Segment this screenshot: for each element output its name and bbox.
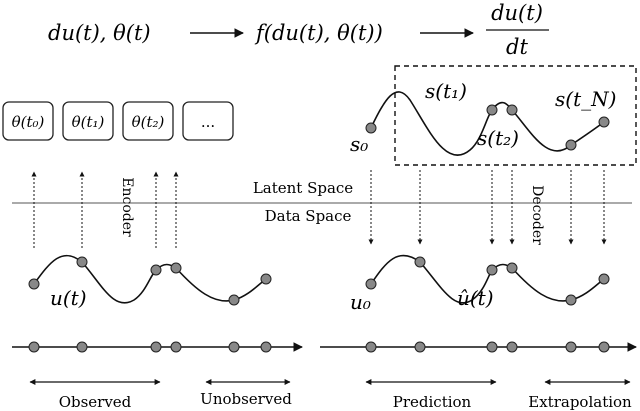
label-u-hat: û(t)	[457, 286, 494, 310]
unobserved-point	[228, 294, 240, 306]
extrapolated-point	[598, 273, 610, 285]
decoder-label: Decoder	[529, 185, 545, 245]
encoder-arrows	[31, 171, 179, 248]
timeline-point	[365, 341, 377, 353]
label-u0: u₀	[350, 290, 371, 314]
theta-box-1-label: θ(t₁)	[72, 113, 105, 131]
observed-point	[28, 278, 40, 290]
timeline-point	[486, 341, 498, 353]
theta-box-3	[182, 101, 234, 141]
theta-box-1	[62, 101, 114, 141]
label-u-t: u(t)	[50, 286, 87, 310]
data-space-label: Data Space	[265, 207, 352, 225]
latent-point-s1	[506, 104, 518, 116]
predicted-point	[365, 278, 377, 290]
unobserved-point	[260, 273, 272, 285]
predicted-point	[414, 256, 426, 268]
equation-row: du(t), θ(t) f(du(t), θ(t)) du(t) dt	[48, 1, 549, 59]
timeline-left-points	[28, 341, 272, 353]
timeline-point	[414, 341, 426, 353]
theta-box-2	[122, 101, 174, 141]
timeline-point	[76, 341, 88, 353]
label-s-t1: s(t₁)	[425, 79, 467, 103]
theta-box-3-label: ...	[201, 113, 215, 131]
predicted-point	[506, 262, 518, 274]
latent-points	[365, 104, 610, 151]
timeline-point	[170, 341, 182, 353]
predicted-points	[365, 256, 610, 306]
observed-points	[28, 256, 272, 306]
latent-point-s2	[565, 139, 577, 151]
observed-point	[76, 256, 88, 268]
extrapolation-label: Extrapolation	[528, 393, 632, 411]
extrapolated-point	[565, 294, 577, 306]
timeline-right-points	[365, 341, 610, 353]
encoder-label: Encoder	[119, 177, 135, 237]
timeline-point	[228, 341, 240, 353]
theta-box-2-label: θ(t₂)	[132, 113, 165, 131]
predicted-point	[486, 264, 498, 276]
observed-point	[150, 264, 162, 276]
equation-input: du(t), θ(t)	[48, 21, 151, 45]
equation-output-numerator: du(t)	[491, 1, 543, 25]
timeline-point	[598, 341, 610, 353]
timeline-point	[565, 341, 577, 353]
timeline-point	[506, 341, 518, 353]
theta-box-0-label: θ(t₀)	[12, 113, 45, 131]
unobserved-label: Unobserved	[200, 390, 292, 408]
observed-label: Observed	[59, 393, 132, 411]
latent-point-sN	[598, 116, 610, 128]
timeline-point	[28, 341, 40, 353]
latent-dashed-box	[394, 65, 637, 166]
equation-output-denominator: dt	[506, 35, 528, 59]
label-s-t2: s(t₂)	[477, 126, 519, 150]
equation-func: f(du(t), θ(t))	[254, 21, 383, 45]
latent-space-label: Latent Space	[253, 179, 353, 197]
label-s0: s₀	[350, 132, 368, 156]
theta-boxes: θ(t₀) θ(t₁) θ(t₂) ...	[2, 101, 234, 141]
theta-box-0	[2, 101, 54, 141]
timeline-point	[260, 341, 272, 353]
observed-point	[170, 262, 182, 274]
prediction-label: Prediction	[393, 393, 472, 411]
label-s-tN: s(t_N)	[555, 87, 616, 111]
decoder-arrows	[368, 170, 607, 245]
latent-point	[486, 104, 498, 116]
timeline-point	[150, 341, 162, 353]
latent-point-s0	[365, 122, 377, 134]
